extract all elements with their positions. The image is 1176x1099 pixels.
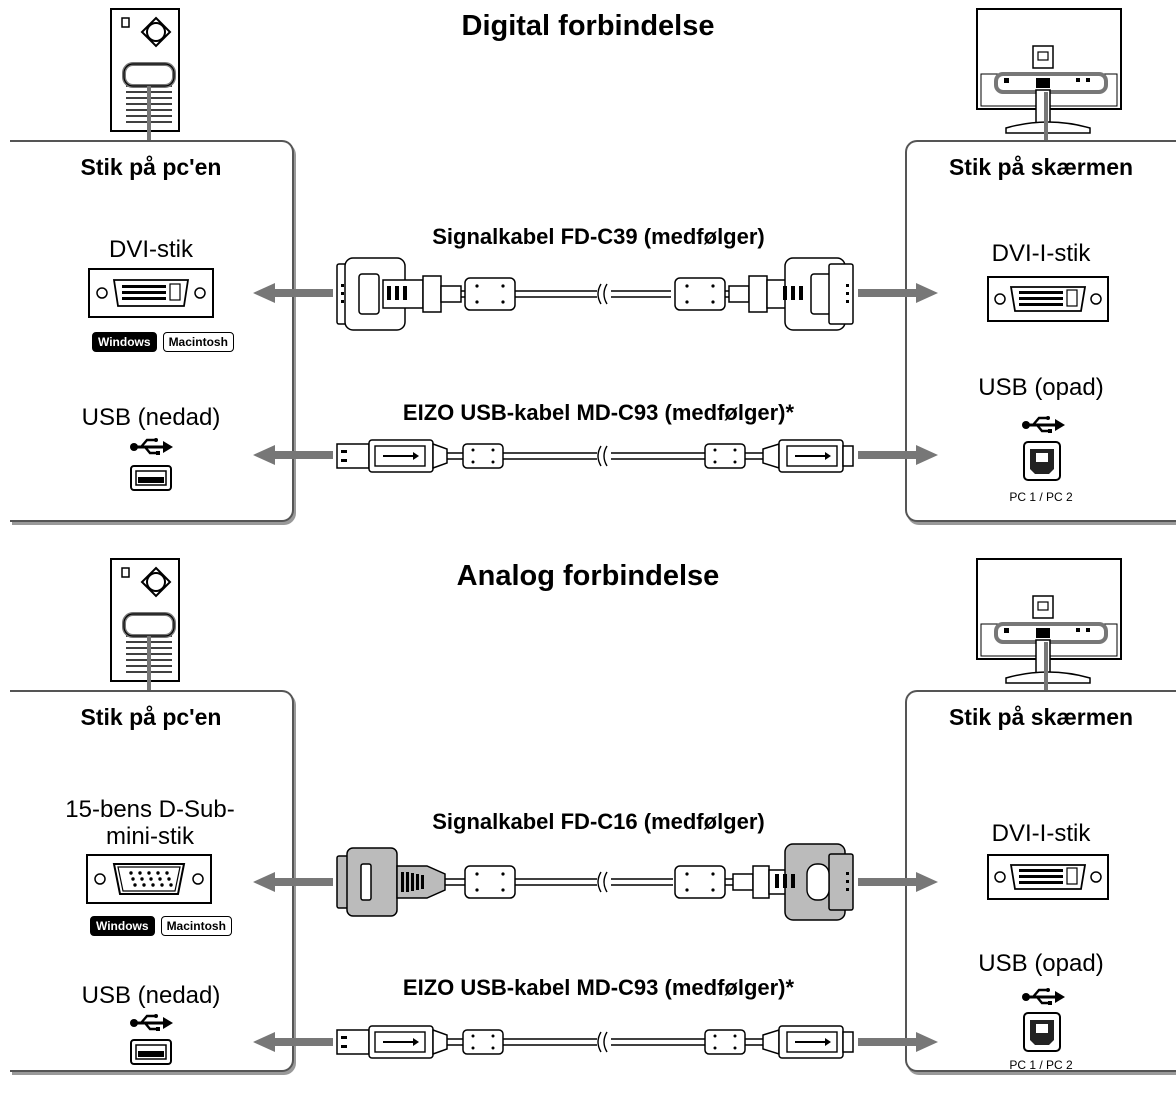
video-port-label: 15-bens D-Sub-mini-stik (65, 796, 235, 850)
arrow-left-icon (253, 1032, 333, 1052)
pc-connectors-panel: Stik på pc'en DVI-stik Windows Macintosh… (10, 140, 294, 522)
monitor-connectors-panel: Stik på skærmen DVI-I-stik USB (opad) PC… (905, 690, 1176, 1072)
usb-symbol-icon (1022, 416, 1065, 433)
windows-badge: Windows (92, 332, 157, 352)
usb-cable-icon (336, 439, 854, 473)
arrow-right-icon (858, 283, 938, 303)
monitor-back-icon (976, 8, 1122, 141)
signal-cable-label: Signalkabel FD-C39 (medfølger) (432, 224, 765, 249)
monitor-back-icon (976, 558, 1122, 691)
section-title: Analog forbindelse (456, 560, 720, 592)
panel-heading: Stik på pc'en (80, 704, 222, 730)
arrow-right-icon (858, 872, 938, 892)
dvi-port-icon (987, 854, 1109, 900)
usb-symbol-icon (130, 438, 173, 455)
dsub-port-icon (86, 854, 212, 904)
arrow-right-icon (858, 445, 938, 465)
windows-badge: Windows (90, 916, 155, 936)
usb-ports-note: PC 1 / PC 2 (1009, 1058, 1073, 1072)
dvi-port-icon (88, 268, 214, 318)
usb-a-port-icon (130, 1039, 172, 1065)
video-port-label: DVI-I-stik (991, 240, 1091, 267)
usb-b-port-icon (1023, 1012, 1061, 1052)
arrow-left-icon (253, 283, 333, 303)
dvi-port-icon (987, 276, 1109, 322)
arrow-left-icon (253, 872, 333, 892)
panel-heading: Stik på pc'en (80, 154, 222, 180)
usb-a-port-icon (130, 465, 172, 491)
pc-tower-icon (110, 558, 180, 691)
panel-heading: Stik på skærmen (948, 704, 1134, 730)
usb-symbol-icon (1022, 988, 1065, 1005)
usb-label: USB (nedad) (81, 404, 221, 431)
video-port-label: DVI-I-stik (991, 820, 1091, 847)
pc-tower-icon (110, 8, 180, 141)
arrow-left-icon (253, 445, 333, 465)
usb-cable-icon (336, 1025, 854, 1059)
usb-cable-label: EIZO USB-kabel MD-C93 (medfølger)* (402, 975, 795, 1000)
monitor-connectors-panel: Stik på skærmen DVI-I-stik USB (opad) PC… (905, 140, 1176, 522)
pc-connectors-panel: Stik på pc'en 15-bens D-Sub-mini-stik Wi… (10, 690, 294, 1072)
usb-ports-note: PC 1 / PC 2 (1009, 490, 1073, 504)
macintosh-badge: Macintosh (160, 916, 232, 936)
signal-cable-label: Signalkabel FD-C16 (medfølger) (432, 809, 765, 834)
analog-connection-section: Analog forbindelse Stik på pc'en 15-bens… (0, 550, 1176, 1099)
os-badges: Windows Macintosh (90, 916, 232, 936)
dvi-cable-icon (336, 257, 854, 331)
arrow-right-icon (858, 1032, 938, 1052)
macintosh-badge: Macintosh (162, 332, 234, 352)
section-title: Digital forbindelse (461, 10, 715, 42)
os-badges: Windows Macintosh (92, 332, 234, 352)
usb-label: USB (nedad) (81, 982, 221, 1009)
usb-label: USB (opad) (978, 950, 1104, 977)
usb-symbol-icon (130, 1014, 173, 1031)
digital-connection-section: Digital forbindelse Stik på pc'en DVI-st… (0, 0, 1176, 549)
dsub-dvi-cable-icon (336, 843, 854, 921)
video-port-label: DVI-stik (109, 236, 193, 263)
usb-b-port-icon (1023, 441, 1061, 481)
usb-cable-label: EIZO USB-kabel MD-C93 (medfølger)* (402, 400, 795, 425)
usb-label: USB (opad) (978, 374, 1104, 401)
panel-heading: Stik på skærmen (948, 154, 1134, 180)
